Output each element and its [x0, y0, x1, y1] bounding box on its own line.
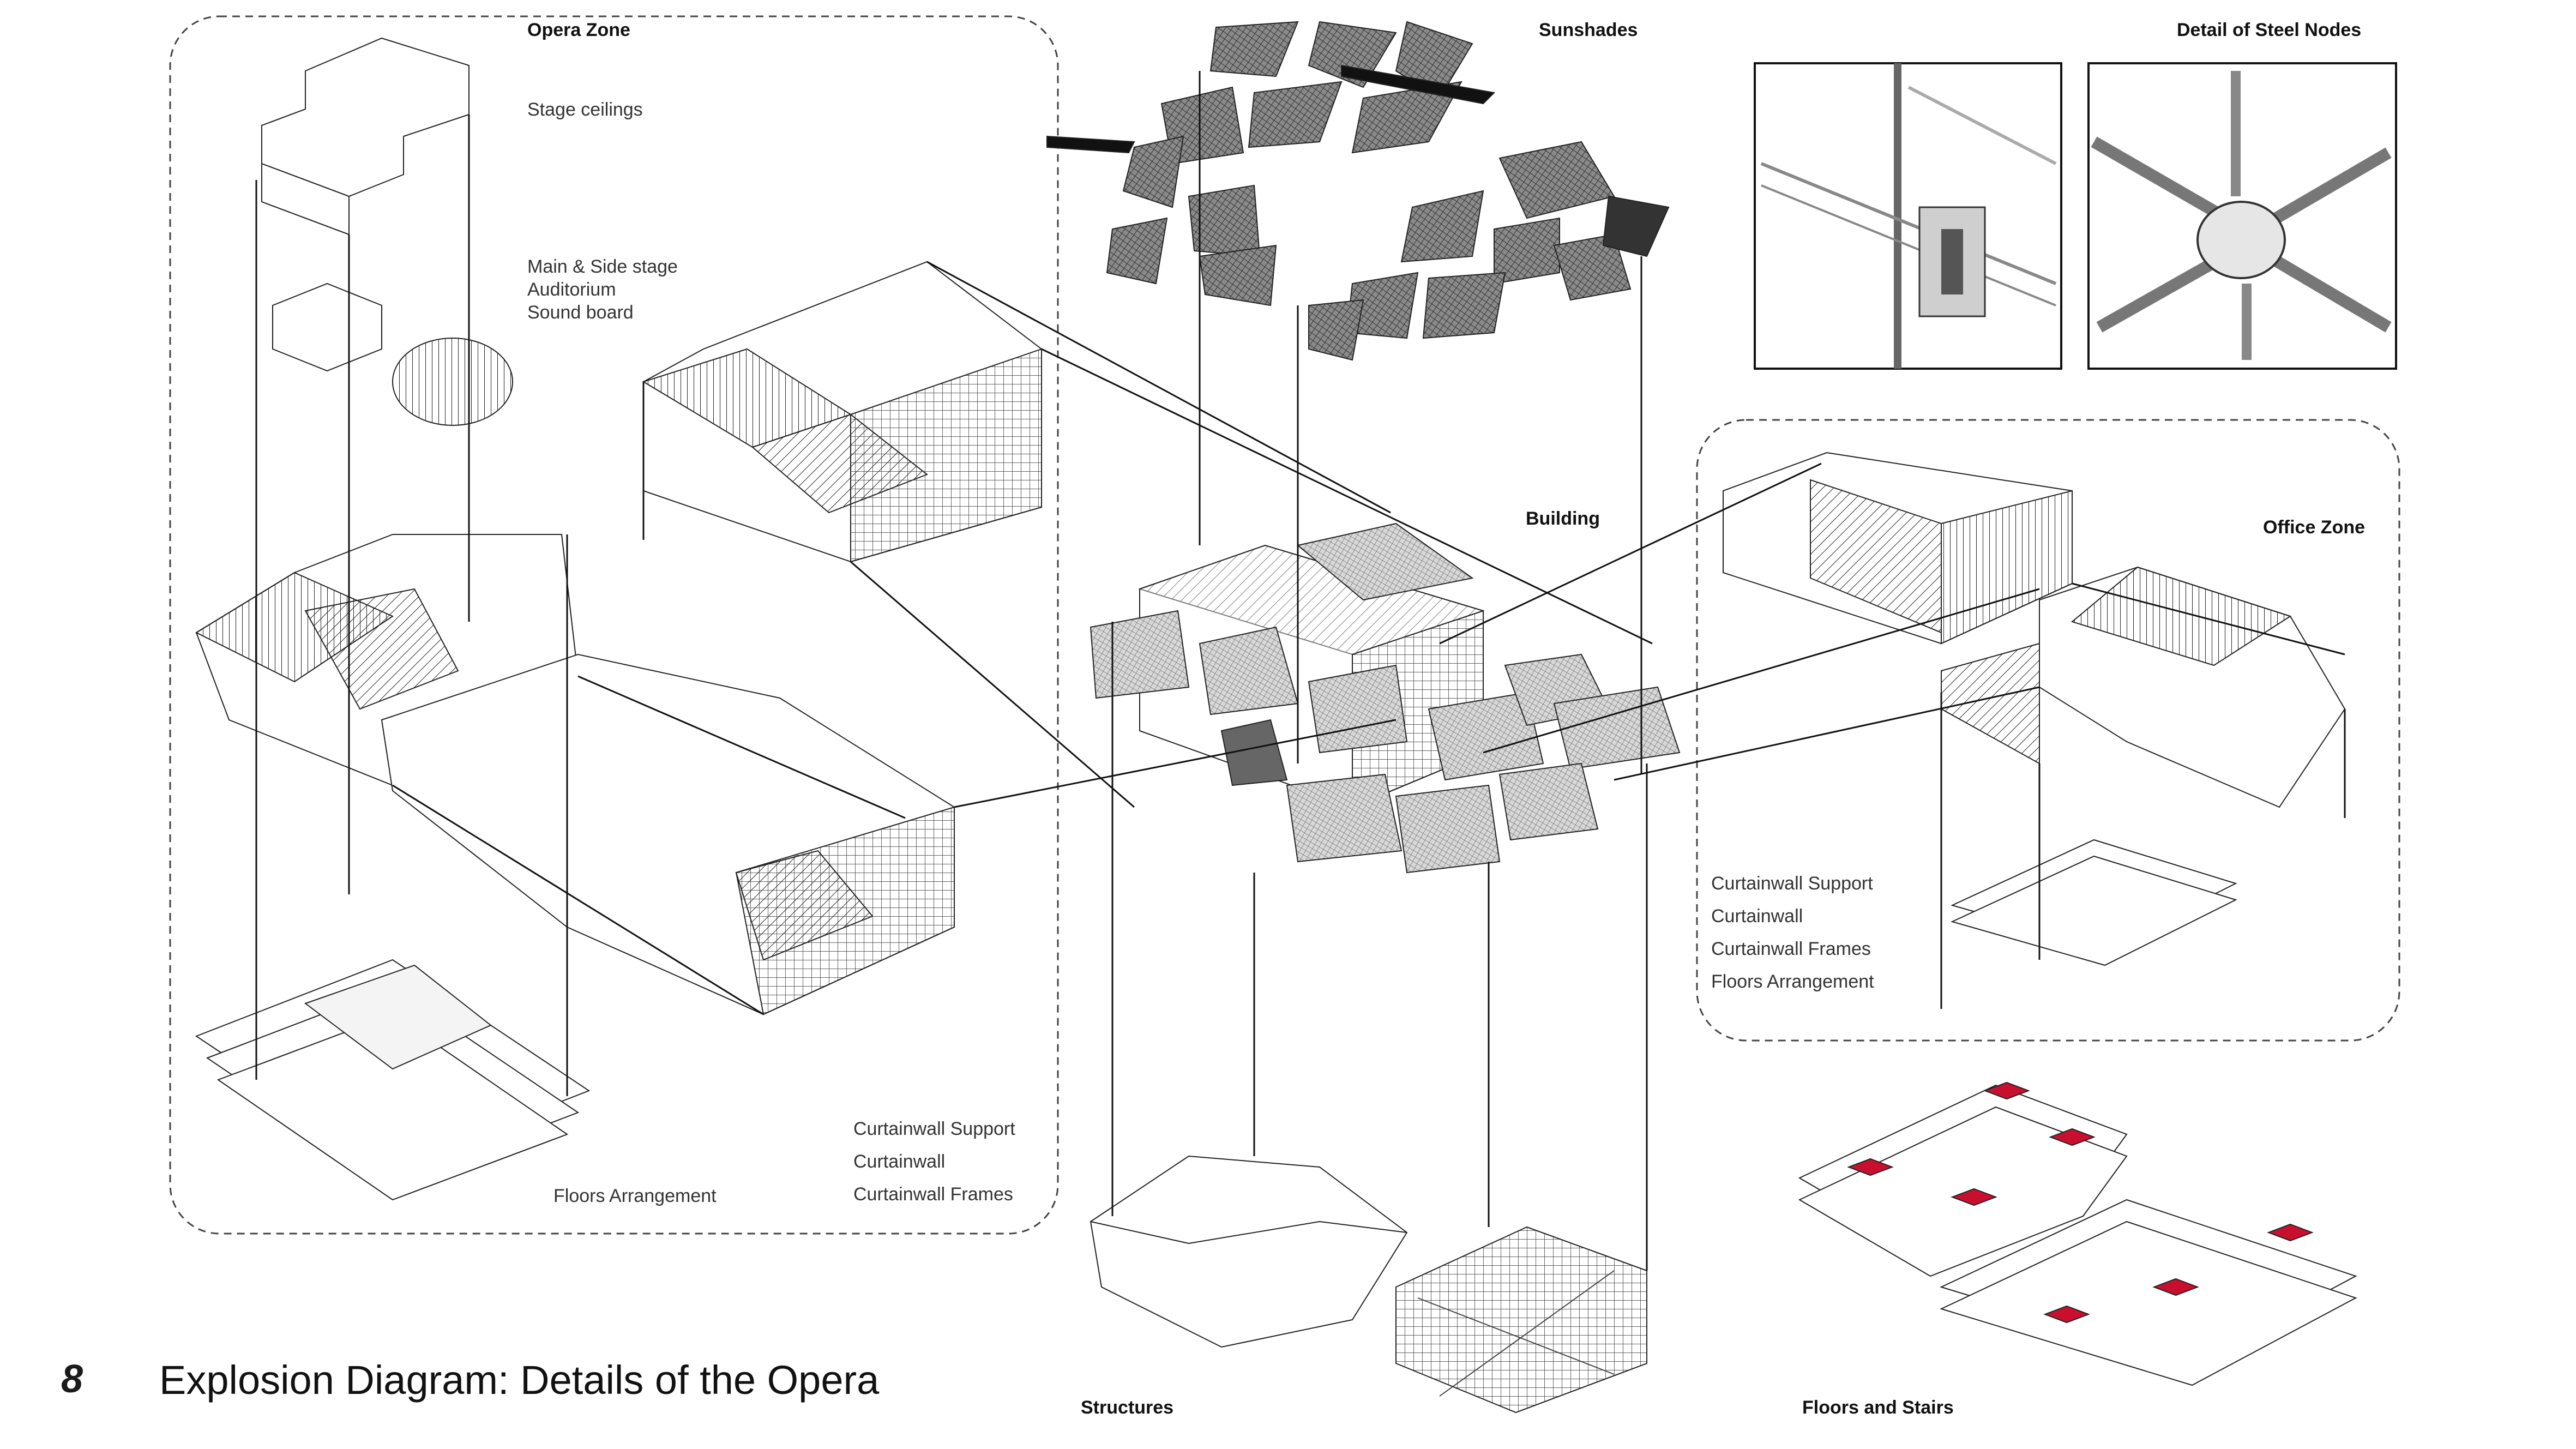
office-curtainwall-support-label: Curtainwall Support	[1711, 873, 1873, 894]
steel-node-detail-left	[1754, 62, 2062, 370]
stage-part-main-side-stage: Main & Side stage	[527, 256, 678, 277]
opera-zone-frame	[169, 15, 1059, 1235]
stage-parts-list: Main & Side stage Auditorium Sound board	[527, 255, 678, 324]
opera-floors	[195, 959, 591, 1201]
opera-stage-ceilings	[261, 37, 470, 236]
floors-stairs-model	[1798, 1084, 2357, 1386]
opera-curtainwall-label: Curtainwall	[853, 1151, 946, 1172]
opera-zone-title: Opera Zone	[527, 20, 630, 40]
stair-core-markers	[1847, 1081, 2314, 1324]
office-parts-list: Curtainwall Support Curtainwall Curtainw…	[1711, 867, 1874, 998]
office-curtainwall-label: Curtainwall	[1711, 906, 1803, 927]
building-model	[1090, 522, 1681, 874]
office-curtainwall-frames-label: Curtainwall Frames	[1711, 939, 1871, 959]
figure-number: 8	[61, 1357, 83, 1401]
structures-model	[1090, 1155, 1647, 1414]
sunshades-cluster	[1046, 21, 1670, 361]
opera-main-stage	[272, 282, 513, 426]
office-floors-label: Floors Arrangement	[1711, 971, 1874, 992]
office-zone-frame	[1696, 419, 2400, 1042]
opera-floors-label: Floors Arrangement	[553, 1186, 717, 1206]
opera-curtainwall-upper	[642, 261, 1042, 563]
opera-curtainwall-frames-label: Curtainwall Frames	[853, 1184, 1013, 1205]
building-title: Building	[1526, 508, 1600, 529]
stage-part-auditorium: Auditorium	[527, 279, 616, 300]
opera-curtainwall-support-label: Curtainwall Support	[853, 1119, 1015, 1139]
sunshades-title: Sunshades	[1539, 20, 1638, 40]
explosion-lines	[255, 71, 2346, 1271]
floors-stairs-title: Floors and Stairs	[1802, 1397, 1954, 1418]
opera-curtainwall-list: Curtainwall Support Curtainwall Curtainw…	[853, 1113, 1015, 1211]
stage-part-sound-board: Sound board	[527, 302, 634, 323]
stage-ceilings-label: Stage ceilings	[527, 99, 643, 120]
office-curtainwall-model	[1941, 566, 2346, 808]
steel-node-detail-right	[2087, 62, 2397, 370]
steel-nodes-title: Detail of Steel Nodes	[2177, 20, 2362, 40]
office-upper-model	[1723, 452, 2073, 645]
opera-curtainwall-lower	[381, 653, 955, 1015]
structures-title: Structures	[1081, 1397, 1174, 1418]
figure-title: Explosion Diagram: Details of the Opera	[159, 1357, 880, 1403]
office-floors-model	[1951, 839, 2237, 966]
office-zone-title: Office Zone	[2263, 517, 2366, 538]
